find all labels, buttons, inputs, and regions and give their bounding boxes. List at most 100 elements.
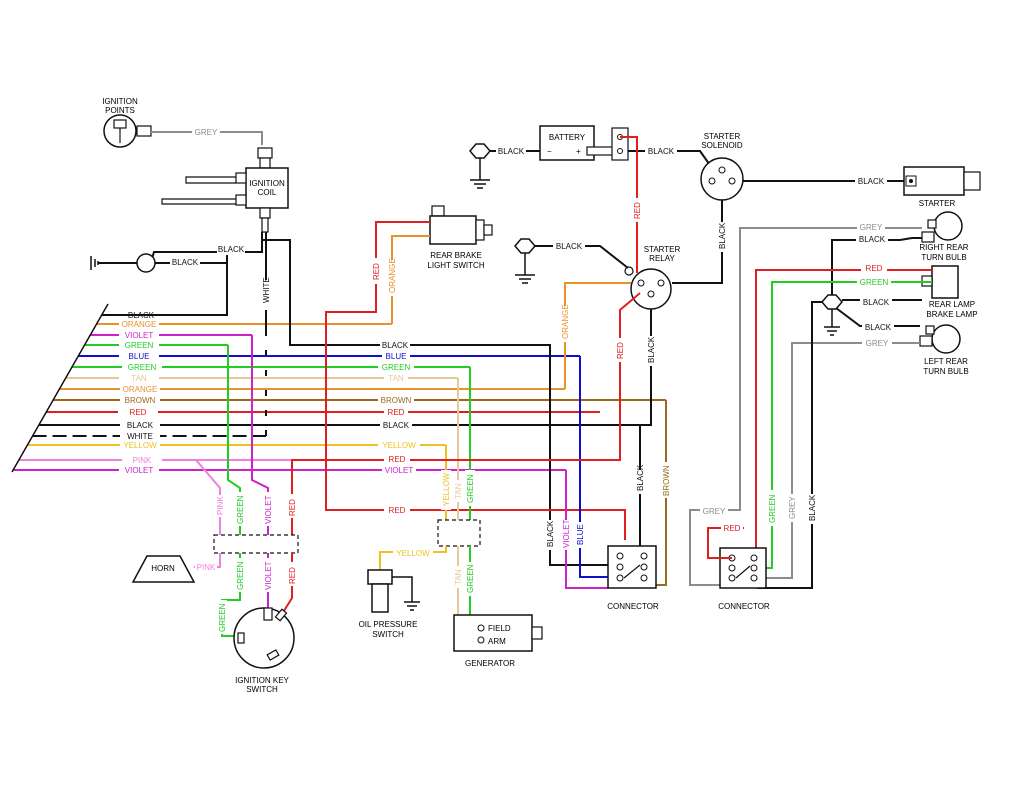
starter-relay-label-2: RELAY <box>649 254 675 263</box>
gen-green2-label: GREEN <box>466 564 475 593</box>
ignition-points-terminal <box>136 125 152 137</box>
tail-grey-top-label: GREY <box>860 223 883 232</box>
ignition-points-contact <box>113 119 127 129</box>
starter-label: STARTER <box>919 199 956 208</box>
generator: FIELD ARM GENERATOR <box>453 614 543 668</box>
harness-label-3: GREEN <box>125 341 154 350</box>
rear-brake-label-1: REAR BRAKE <box>430 251 482 260</box>
key-red2-label: RED <box>288 567 297 584</box>
key-violet-label: VIOLET <box>264 495 273 524</box>
starter-solenoid: STARTER SOLENOID <box>700 132 744 201</box>
starter-relay-body <box>630 268 672 310</box>
ignition-key-label-2: SWITCH <box>246 685 278 694</box>
starter-solenoid-body <box>700 157 744 201</box>
mid-red2-label: RED <box>389 455 406 464</box>
rc-green-label: GREEN <box>768 494 777 523</box>
battery-solenoid-label: BLACK <box>648 147 675 156</box>
key-green3-label: GREEN <box>218 603 227 632</box>
generator-field-terminal: FIELD <box>488 624 511 633</box>
harness-label-14: VIOLET <box>125 466 154 475</box>
mid-yellow-label: YELLOW <box>382 441 416 450</box>
connector-left: CONNECTOR <box>607 545 659 611</box>
tail-junction <box>821 294 843 336</box>
generator-connector-block <box>437 519 481 547</box>
starter-solenoid-label-1: STARTER <box>704 132 741 141</box>
low-red-label: RED <box>389 506 406 515</box>
harness-label-11: WHITE <box>127 432 153 441</box>
coil-white-label: WHITE <box>262 277 271 303</box>
battery-terminal-block <box>611 127 629 161</box>
ignition-key-switch: IGNITION KEY SWITCH <box>233 607 295 694</box>
relay-red-label: RED <box>616 342 625 359</box>
battery-body <box>539 125 595 161</box>
battery-plus: + <box>576 147 581 156</box>
battery-black-label: BLACK <box>498 147 525 156</box>
key-violet2-label: VIOLET <box>264 561 273 590</box>
ignition-coil-body <box>245 167 289 209</box>
battery-minus: − <box>547 147 552 156</box>
ignition-points-label-1: IGNITION <box>102 97 138 106</box>
harness-cut-edge <box>11 303 109 473</box>
coil-black-label: BLACK <box>218 245 245 254</box>
mid-brown-wire <box>655 400 667 586</box>
tail-black-junction-wire <box>757 301 822 589</box>
harness-label-13: PINK <box>133 456 152 465</box>
mid-blue-label: BLUE <box>386 352 407 361</box>
horn: HORN <box>131 555 196 583</box>
generator-label: GENERATOR <box>465 659 515 668</box>
ignition-coil-label-1: IGNITION <box>249 179 285 188</box>
rc-grey2-label: GREY <box>788 496 797 519</box>
conn-black-label: BLACK <box>546 520 555 547</box>
relay-ground <box>514 238 536 284</box>
solenoid-relay-red-wire <box>620 136 638 273</box>
harness-label-2: VIOLET <box>125 331 154 340</box>
brake-red-label: RED <box>372 263 381 280</box>
oil-pressure-switch: OIL PRESSURE SWITCH <box>359 569 420 639</box>
ignition-key-label-1: IGNITION KEY <box>235 676 289 685</box>
rc-black-label: BLACK <box>808 494 817 521</box>
mid-red-label: RED <box>388 408 405 417</box>
mid-violet-label: VIOLET <box>385 466 414 475</box>
harness-label-7: ORANGE <box>123 385 158 394</box>
ground-black-label: BLACK <box>172 258 199 267</box>
starter-solenoid-label-2: SOLENOID <box>701 141 743 150</box>
gen-green-label: GREEN <box>466 474 475 503</box>
rear-brake-switch: REAR BRAKE LIGHT SWITCH <box>427 205 493 270</box>
connector-right-label: CONNECTOR <box>718 602 770 611</box>
relay-black-label: BLACK <box>647 336 656 363</box>
mid-black2-label: BLACK <box>383 421 410 430</box>
tail-black-low-wire <box>835 307 920 327</box>
harness-label-10: BLACK <box>127 421 154 430</box>
ground-left <box>90 253 227 273</box>
solenoid-relay-black-label: BLACK <box>718 222 727 249</box>
gen-yellow-vert-label: YELLOW <box>442 472 451 506</box>
battery-label: BATTERY <box>549 133 586 142</box>
tail-red-label: RED <box>866 264 883 273</box>
battery-ground <box>469 143 491 189</box>
brake-orange-wire <box>391 235 430 324</box>
relay-orange-wire <box>564 282 631 389</box>
solenoid-relay-black-wire <box>672 200 723 284</box>
mid-violet-wire <box>565 470 608 589</box>
rc-grey-label: GREY <box>703 507 726 516</box>
solenoid-relay-red-label: RED <box>633 202 642 219</box>
brake-orange-label: ORANGE <box>388 258 397 293</box>
horn-label: HORN <box>151 564 175 573</box>
key-pink-label: PINK <box>216 496 225 515</box>
ground-left-terminal <box>136 253 156 273</box>
relay-orange-label: ORANGE <box>561 304 570 339</box>
harness-label-9: RED <box>130 408 147 417</box>
left-rear-turn-label-1: LEFT REAR <box>924 357 968 366</box>
rear-lamp-label-1: REAR LAMP <box>929 300 975 309</box>
right-rear-turn-label-2: TURN BULB <box>921 253 966 262</box>
conn-violet-label: VIOLET <box>562 519 571 548</box>
solenoid-starter-label: BLACK <box>858 177 885 186</box>
ignition-points-label-2: POINTS <box>105 106 135 115</box>
horn-pink-label: PINK <box>197 563 216 572</box>
relay-red-wire <box>596 292 641 461</box>
mid-tan-label: TAN <box>388 374 404 383</box>
mid-black-label: BLACK <box>382 341 409 350</box>
harness-label-4: BLUE <box>129 352 150 361</box>
gen-tan2-label: TAN <box>454 569 463 585</box>
points-grey-label: GREY <box>195 128 218 137</box>
